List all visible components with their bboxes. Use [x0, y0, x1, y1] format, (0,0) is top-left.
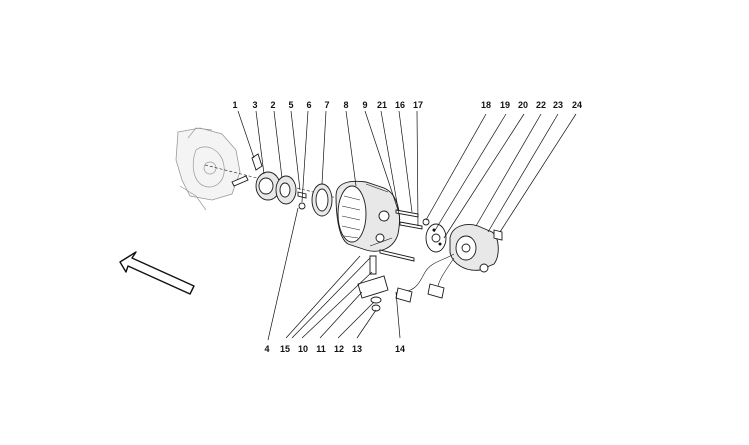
part-number-label: 17: [413, 100, 423, 110]
part-3-hub: [255, 171, 281, 201]
part-number-label: 15: [280, 344, 290, 354]
part-number-label: 7: [324, 100, 329, 110]
part-number-label: 4: [264, 344, 269, 354]
part-number-label: 18: [481, 100, 491, 110]
part-number-label: 3: [252, 100, 257, 110]
part-number-label: 8: [343, 100, 348, 110]
part-number-label: 24: [572, 100, 582, 110]
part-10-stud: [369, 255, 377, 275]
part-number-label: 1: [232, 100, 237, 110]
part-13-nut: [371, 304, 381, 312]
part-number-label: 16: [395, 100, 405, 110]
part-8-alternator-body: [335, 180, 400, 252]
engine-block-outline: [175, 127, 241, 211]
part-number-label: 13: [352, 344, 362, 354]
part-number-label: 19: [500, 100, 510, 110]
part-number-label: 23: [553, 100, 563, 110]
part-number-label: 12: [334, 344, 344, 354]
part-7-ring: [311, 183, 333, 217]
through-bolts: [379, 209, 423, 262]
part-labels-top: 1 3 2 5 6 7 8 9 21 16 17 18 19 20 22 23 …: [232, 100, 582, 110]
part-number-label: 10: [298, 344, 308, 354]
part-19-screw: [422, 218, 430, 226]
part-22-regulator: [449, 224, 499, 273]
part-14-harness: [395, 253, 455, 303]
part-number-label: 22: [536, 100, 546, 110]
part-number-label: 21: [377, 100, 387, 110]
part-20-end-plate: [425, 223, 447, 253]
part-12-washer: [370, 296, 382, 304]
part-number-label: 5: [288, 100, 293, 110]
part-labels-bottom: 4 15 10 11 12 13 14: [264, 344, 405, 354]
leader-lines: [237, 110, 577, 341]
part-6-nut: [298, 202, 306, 210]
part-number-label: 9: [362, 100, 367, 110]
direction-arrow: [119, 251, 195, 295]
part-5-bolt: [297, 191, 307, 199]
part-24-nut: [493, 229, 503, 241]
part-number-label: 2: [270, 100, 275, 110]
part-number-label: 14: [395, 344, 405, 354]
part-2-spacer: [275, 175, 297, 205]
part-number-label: 6: [306, 100, 311, 110]
part-number-label: 11: [316, 344, 326, 354]
part-11-bracket: [357, 275, 389, 299]
part-number-label: 20: [518, 100, 528, 110]
part-1-pin: [231, 153, 263, 187]
